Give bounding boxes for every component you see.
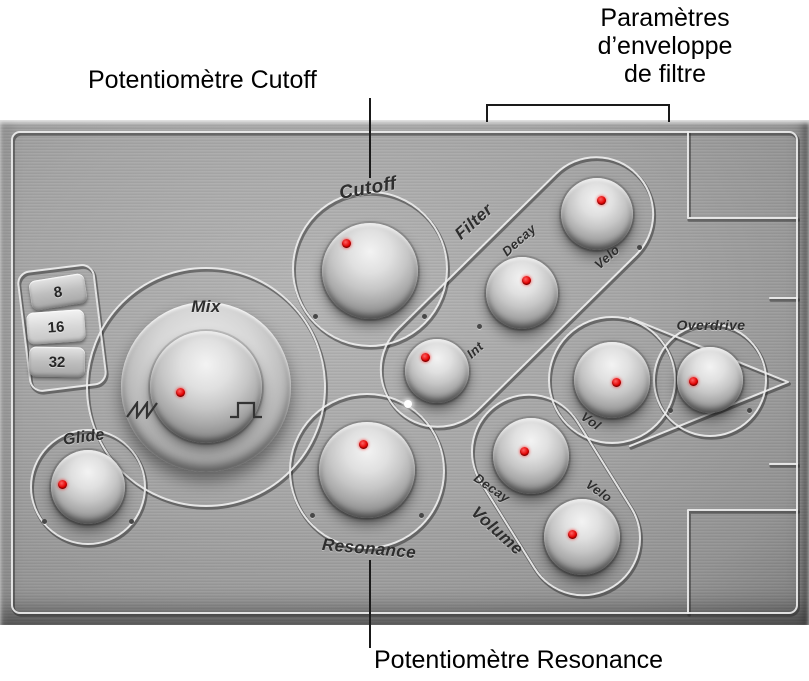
resonance-knob[interactable] (310, 422, 424, 518)
filter-env-callout-line3: de filtre (624, 60, 706, 88)
tick-dot (668, 408, 673, 413)
octave-button-32[interactable]: 32 (28, 346, 86, 378)
tick-dot (477, 324, 482, 329)
glide-knob[interactable] (42, 450, 134, 524)
filter-int-knob[interactable] (405, 339, 469, 403)
filter-env-bracket-right-tick (668, 104, 670, 122)
filter-velo-knob[interactable] (561, 178, 642, 250)
indicator-dot (522, 276, 531, 285)
tick-dot (310, 513, 315, 518)
cutoff-callout-text: Potentiomètre Cutoff (88, 66, 317, 94)
octave-button-16[interactable]: 16 (25, 309, 87, 345)
indicator-dot (421, 353, 430, 362)
filter-env-bracket-left-tick (486, 104, 488, 122)
indicator-dot (568, 530, 577, 539)
tick-dot (419, 513, 424, 518)
resonance-callout-text: Potentiomètre Resonance (374, 646, 664, 674)
indicator-dot (612, 378, 621, 387)
vol-knob[interactable] (574, 342, 650, 418)
cutoff-knob[interactable] (313, 223, 427, 319)
square-wave-icon (229, 401, 263, 419)
indicator-dot (359, 440, 368, 449)
tick-dot (313, 314, 318, 319)
cutoff-callout-line (369, 98, 371, 178)
mix-label: Mix (191, 297, 221, 316)
filter-decay-knob[interactable] (477, 257, 558, 329)
mix-knob[interactable] (150, 331, 262, 443)
indicator-dot (597, 196, 606, 205)
white-led-dot (404, 400, 412, 408)
indicator-dot (520, 447, 529, 456)
indicator-dot (342, 239, 351, 248)
volume-velo-knob[interactable] (544, 499, 620, 575)
filter-env-bracket-horizontal (486, 104, 670, 106)
overdrive-label: Overdrive (676, 317, 746, 333)
overdrive-knob[interactable] (668, 347, 752, 413)
indicator-dot (176, 388, 185, 397)
indicator-dot (58, 480, 67, 489)
tick-dot (422, 314, 427, 319)
indicator-dot (689, 377, 698, 386)
volume-decay-knob[interactable] (493, 418, 569, 494)
sawtooth-wave-icon (126, 401, 160, 419)
filter-env-callout-line2: d’enveloppe (597, 32, 733, 60)
tick-dot (747, 408, 752, 413)
tick-dot (129, 519, 134, 524)
filter-env-callout-text: Paramètres d’enveloppe de filtre (565, 4, 765, 88)
resonance-callout-line (369, 560, 371, 648)
tick-dot (637, 245, 642, 250)
filter-env-callout-line1: Paramètres (600, 4, 730, 32)
tick-dot (42, 519, 47, 524)
